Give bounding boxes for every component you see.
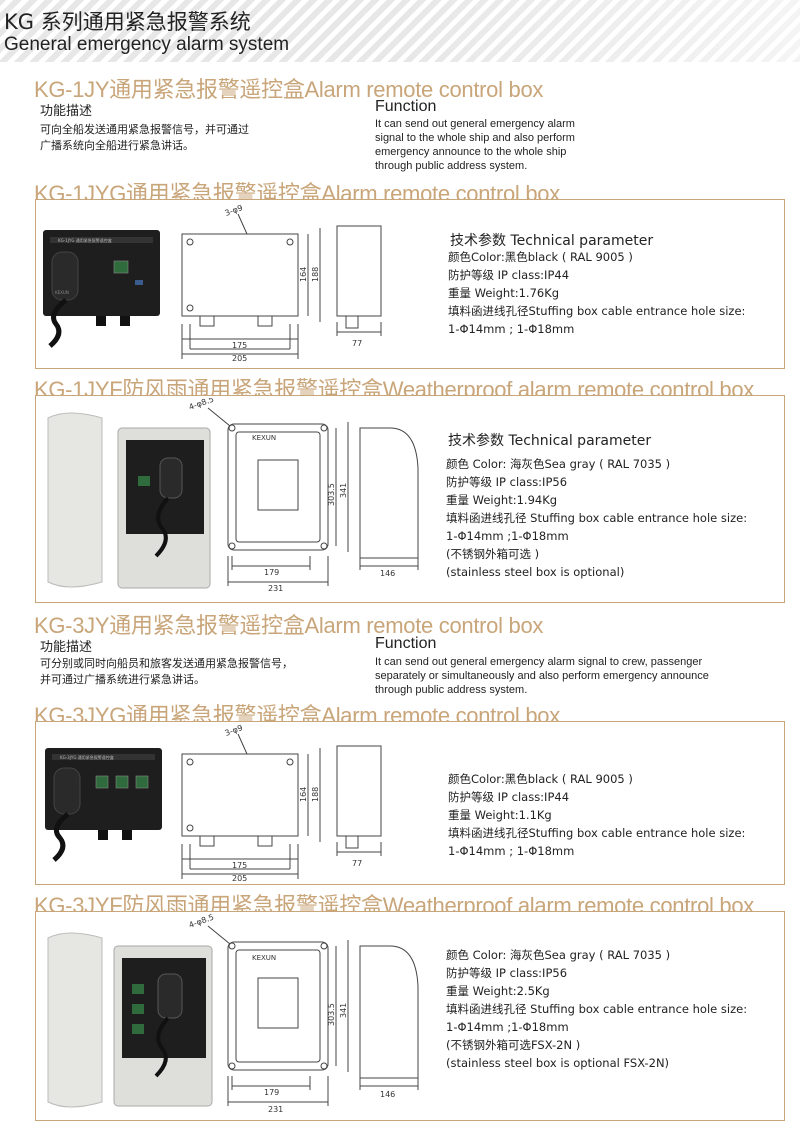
dim-depth: 146 — [380, 1090, 395, 1099]
func-en-line: emergency announce to the whole ship — [375, 146, 567, 158]
product2-front-view — [207, 407, 349, 586]
spec-line: 1-Φ14mm ; 1-Φ18mm — [448, 844, 575, 858]
section2-func-cn-heading: 功能描述 — [40, 640, 93, 655]
spec-line: 颜色 Color: 海灰色Sea gray ( RAL 7035 ) — [446, 457, 671, 471]
product1-spec-heading: 技术参数 Technical parameter — [450, 233, 654, 249]
spec-line: (不锈钢外箱可选FSX-2N ) — [446, 1038, 581, 1052]
spec-line: 1-Φ14mm ;1-Φ18mm — [446, 1020, 569, 1034]
section1-func-en-heading: Function — [375, 98, 437, 115]
func-en-line: It can send out general emergency alarm — [375, 118, 575, 130]
product1-side-view — [336, 225, 382, 336]
product1-front-view — [181, 213, 321, 359]
dim-h2: 341 — [339, 483, 348, 498]
spec-line: (stainless steel box is optional FSX-2N) — [446, 1056, 670, 1070]
header-title-cn: KG 系列通用紧急报警系统 — [4, 10, 251, 34]
func-en-line: It can send out general emergency alarm … — [375, 656, 703, 668]
func-cn-line: 可分别或同时向船员和旅客发送通用紧急报警信号， — [40, 657, 293, 670]
product2-photo — [47, 412, 211, 589]
dim-h2: 188 — [311, 787, 320, 802]
section1-title: KG-1JY通用紧急报警遥控盒Alarm remote control box — [34, 77, 544, 102]
spec-line: 重量 Weight:1.94Kg — [446, 493, 558, 507]
func-en-line: signal to the whole ship and also perfor… — [375, 132, 575, 144]
dim-depth: 146 — [380, 569, 395, 578]
svg-text:KEXUN: KEXUN — [55, 290, 69, 295]
product1-specs: 颜色Color:黑色black ( RAL 9005 ) 防护等级 IP cla… — [448, 248, 745, 338]
func-en-line: through public address system. — [375, 684, 528, 696]
product2-side-view — [359, 427, 419, 570]
spec-line: 重量 Weight:1.1Kg — [448, 808, 552, 822]
product4-drawing: KEXUN 4-φ8.5 179 231 303.5 341 146 — [47, 914, 419, 1114]
func-cn-line: 并可通过广播系统进行紧急讲话。 — [40, 673, 205, 686]
dim-h2: 188 — [311, 267, 320, 282]
dim-width-outer: 205 — [232, 874, 247, 882]
spec-line: (不锈钢外箱可选 ) — [446, 547, 540, 561]
product3-front-view — [181, 733, 321, 879]
product1-photo: KG-1JYG 通用紧急报警遥控盒 KEXUN — [43, 230, 160, 348]
spec-line: (stainless steel box is optional) — [446, 565, 625, 579]
dim-h1: 164 — [299, 787, 308, 802]
dim-h1: 303.5 — [327, 483, 336, 506]
dim-width-outer: 205 — [232, 354, 247, 363]
dim-width-inner: 175 — [232, 861, 247, 870]
spec-line: 颜色Color:黑色black ( RAL 9005 ) — [448, 772, 633, 786]
product3-side-view — [336, 745, 382, 856]
spec-line: 防护等级 IP class:IP56 — [446, 966, 568, 980]
section2-title: KG-3JY通用紧急报警遥控盒Alarm remote control box — [34, 613, 544, 638]
dim-holes: 3-φ9 — [224, 724, 244, 738]
product3-specs: 颜色Color:黑色black ( RAL 9005 ) 防护等级 IP cla… — [448, 770, 745, 860]
dim-width-inner: 179 — [264, 1088, 279, 1097]
spec-line: 防护等级 IP class:IP44 — [448, 268, 570, 282]
func-en-line: separately or simultaneously and also pe… — [375, 670, 709, 682]
dim-h1: 164 — [299, 267, 308, 282]
spec-line: 填料函进线孔径Stuffing box cable entrance hole … — [448, 826, 746, 840]
section2-func-en-heading: Function — [375, 635, 437, 652]
product4-front-view — [207, 925, 349, 1106]
section1-func-cn-heading: 功能描述 — [40, 104, 93, 119]
product4-brand: KEXUN — [252, 954, 276, 962]
dim-h1: 303.5 — [327, 1003, 336, 1026]
dim-width-inner: 175 — [232, 341, 247, 350]
spec-line: 填料函进线孔径 Stuffing box cable entrance hole… — [446, 511, 748, 525]
spec-line: 1-Φ14mm ;1-Φ18mm — [446, 529, 569, 543]
header-fade — [0, 0, 800, 62]
spec-line: 颜色 Color: 海灰色Sea gray ( RAL 7035 ) — [446, 948, 671, 962]
header-title-en: General emergency alarm system — [4, 34, 290, 55]
dim-holes: 3-φ9 — [224, 204, 244, 218]
section2-func-en-body: It can send out general emergency alarm … — [375, 655, 709, 697]
svg-text:KG-3JYG 通用紧急报警遥控盒: KG-3JYG 通用紧急报警遥控盒 — [60, 754, 114, 760]
spec-line: 防护等级 IP class:IP44 — [448, 790, 570, 804]
page-header: KG 系列通用紧急报警系统 General emergency alarm sy… — [0, 0, 800, 62]
product3-photo: KG-3JYG 通用紧急报警遥控盒 — [45, 748, 162, 862]
product2-drawing: KEXUN 4-φ8.5 179 231 303.5 341 146 — [47, 398, 419, 593]
product2-spec-heading: 技术参数 Technical parameter — [448, 433, 652, 449]
dim-holes: 4-φ8.5 — [188, 914, 215, 930]
product4-photo — [47, 932, 213, 1108]
dim-h2: 341 — [339, 1003, 348, 1018]
spec-line: 防护等级 IP class:IP56 — [446, 475, 568, 489]
dim-width-outer: 231 — [268, 1105, 283, 1114]
product2-specs: 颜色 Color: 海灰色Sea gray ( RAL 7035 ) 防护等级 … — [446, 455, 747, 581]
dim-depth: 77 — [352, 339, 362, 348]
func-cn-line: 可向全船发送通用紧急报警信号，并可通过 — [40, 123, 249, 136]
product2-brand: KEXUN — [252, 434, 276, 442]
section2-func-cn-body: 可分别或同时向船员和旅客发送通用紧急报警信号， 并可通过广播系统进行紧急讲话。 — [40, 656, 293, 688]
spec-line: 1-Φ14mm ; 1-Φ18mm — [448, 322, 575, 336]
spec-line: 重量 Weight:2.5Kg — [446, 984, 550, 998]
svg-text:KG-1JYG 通用紧急报警遥控盒: KG-1JYG 通用紧急报警遥控盒 — [58, 237, 112, 243]
spec-line: 颜色Color:黑色black ( RAL 9005 ) — [448, 250, 633, 264]
dim-depth: 77 — [352, 859, 362, 868]
product4-specs: 颜色 Color: 海灰色Sea gray ( RAL 7035 ) 防护等级 … — [446, 946, 747, 1072]
func-cn-line: 广播系统向全船进行紧急讲话。 — [40, 139, 194, 152]
section1-func-cn-body: 可向全船发送通用紧急报警信号，并可通过 广播系统向全船进行紧急讲话。 — [40, 122, 249, 154]
func-en-line: through public address system. — [375, 160, 528, 172]
spec-line: 填料函进线孔径 Stuffing box cable entrance hole… — [446, 1002, 748, 1016]
section1-func-en-body: It can send out general emergency alarm … — [375, 117, 575, 173]
dim-width-outer: 231 — [268, 584, 283, 593]
product4-side-view — [359, 945, 419, 1090]
product3-drawing: KG-3JYG 通用紧急报警遥控盒 3-φ9 175 205 164 188 7… — [45, 724, 382, 882]
spec-line: 填料函进线孔径Stuffing box cable entrance hole … — [448, 304, 746, 318]
spec-line: 重量 Weight:1.76Kg — [448, 286, 560, 300]
product1-drawing: KG-1JYG 通用紧急报警遥控盒 KEXUN 3-φ9 175 205 164… — [43, 204, 382, 363]
dim-width-inner: 179 — [264, 568, 279, 577]
